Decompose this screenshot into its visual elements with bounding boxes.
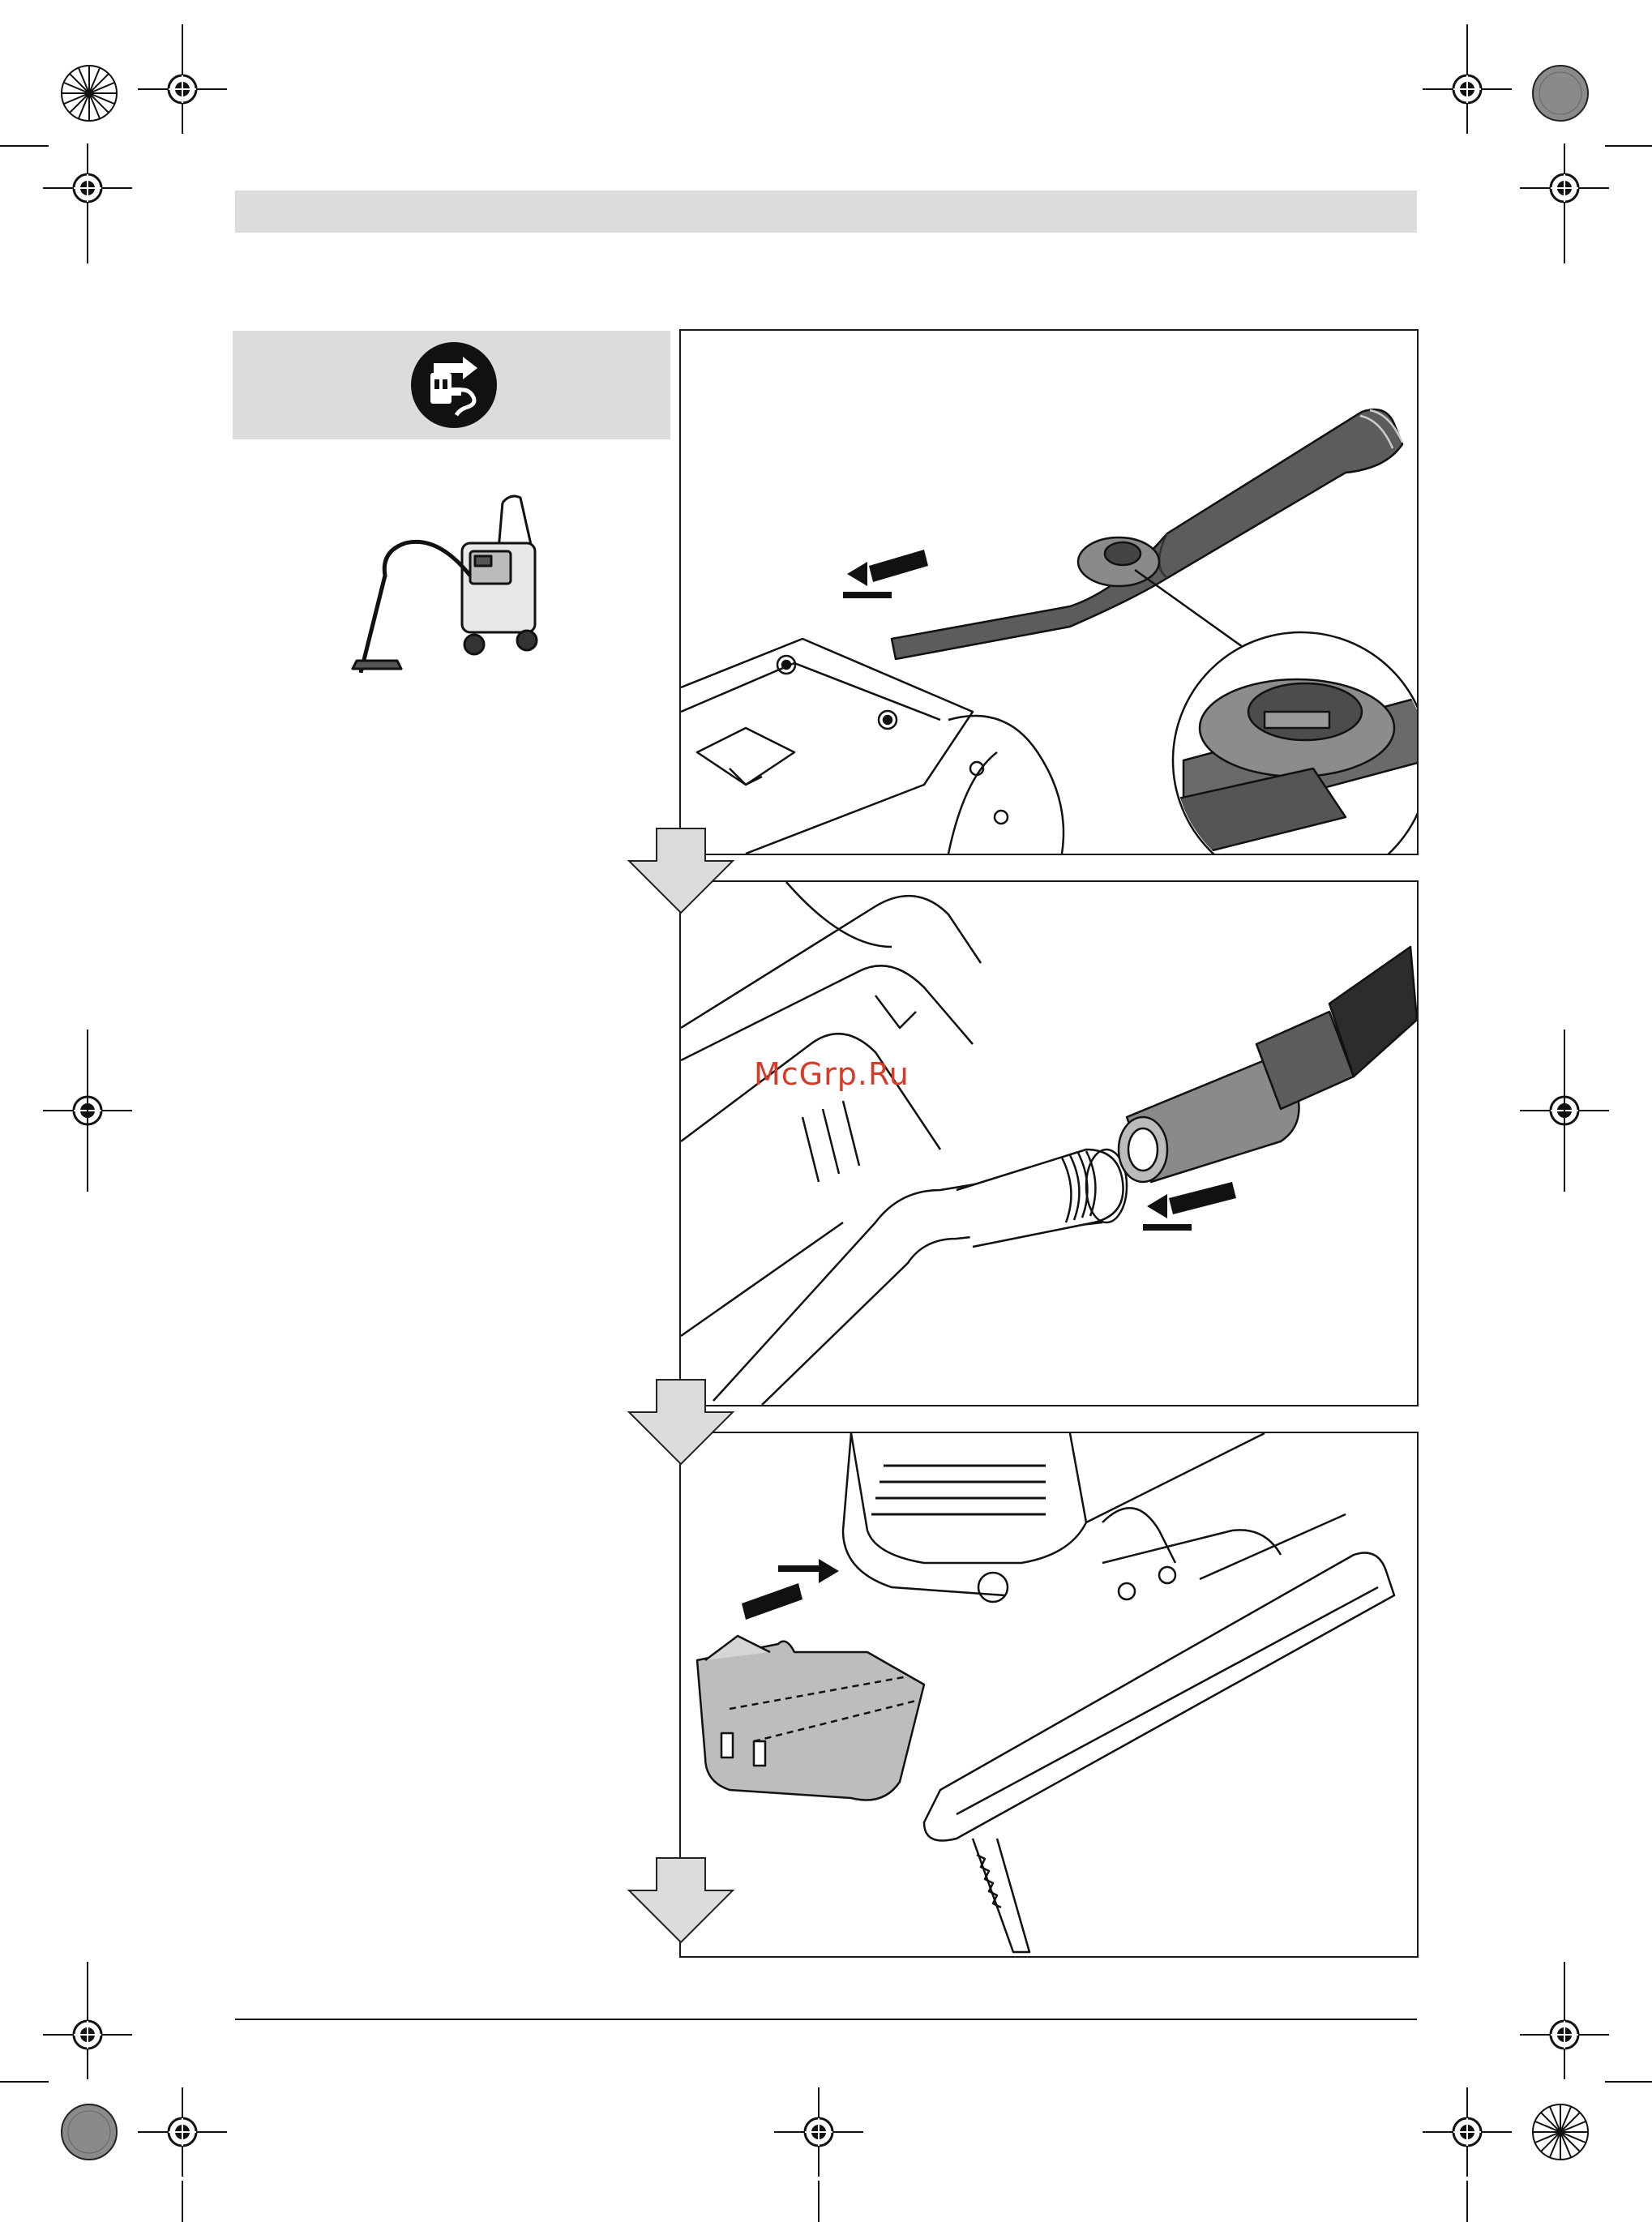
registration-mark-icon — [774, 2087, 863, 2177]
color-calibration-target-icon — [1533, 66, 1588, 121]
vacuum-cleaner-icon — [349, 486, 567, 673]
color-calibration-target-icon — [62, 2104, 117, 2160]
chip-guard-attach-panel — [679, 1432, 1419, 1958]
down-arrow-icon — [624, 1378, 738, 1467]
vacuum-hose-connect-panel: McGrp.Ru — [679, 880, 1419, 1406]
header-band — [235, 191, 1417, 233]
footer-rule — [235, 2019, 1417, 2020]
color-calibration-target-icon — [62, 66, 117, 121]
color-calibration-target-icon — [1533, 2104, 1588, 2160]
step3-illustration — [681, 1433, 1417, 1956]
step1-illustration — [681, 331, 1417, 854]
registration-mark-icon — [1520, 1990, 1609, 2079]
watermark-text: McGrp.Ru — [754, 1056, 909, 1092]
unplug-before-service-icon — [409, 340, 499, 430]
step2-illustration — [681, 882, 1417, 1405]
registration-mark-icon — [138, 2087, 227, 2177]
registration-mark-icon — [1423, 2087, 1512, 2177]
down-arrow-icon — [624, 827, 738, 916]
down-arrow-icon — [624, 1856, 738, 1946]
registration-mark-icon — [43, 1990, 132, 2079]
safety-symbol-box — [233, 331, 670, 439]
blow-off-adapter-attach-panel — [679, 329, 1419, 855]
